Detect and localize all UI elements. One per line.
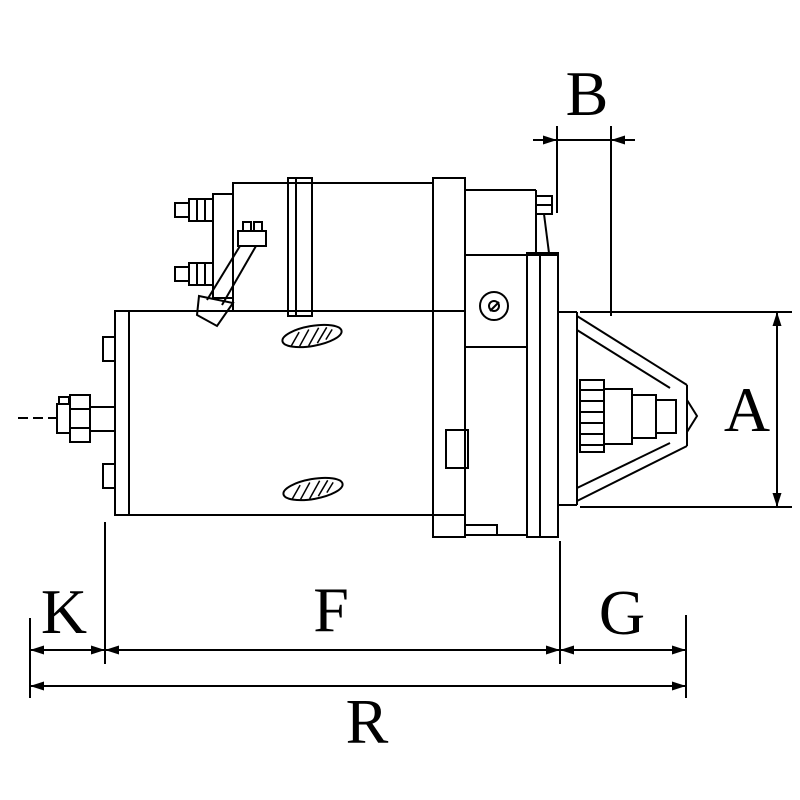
dimension-label-r: R bbox=[345, 686, 389, 757]
drive-shaft bbox=[56, 394, 116, 443]
body-slot-upper bbox=[281, 323, 343, 349]
dimension-a bbox=[580, 311, 792, 508]
dimension-label-f: F bbox=[313, 574, 349, 645]
mounting-flange bbox=[526, 252, 559, 538]
solenoid bbox=[174, 177, 434, 328]
drive-end-bracket bbox=[558, 311, 699, 506]
motor-body bbox=[102, 310, 465, 516]
dimension-r bbox=[30, 681, 686, 691]
dimension-label-b: B bbox=[565, 58, 609, 129]
drive-housing bbox=[464, 254, 528, 536]
dimension-extension-lines bbox=[29, 522, 687, 698]
dimension-k-f-g bbox=[30, 645, 686, 655]
end-frame bbox=[432, 177, 469, 538]
dimension-label-k: K bbox=[40, 576, 88, 647]
dimension-label-g: G bbox=[598, 577, 646, 648]
solenoid-nose bbox=[465, 189, 558, 256]
dimension-label-a: A bbox=[723, 374, 771, 445]
body-slot-lower bbox=[282, 476, 344, 502]
dimension-b bbox=[533, 126, 635, 316]
